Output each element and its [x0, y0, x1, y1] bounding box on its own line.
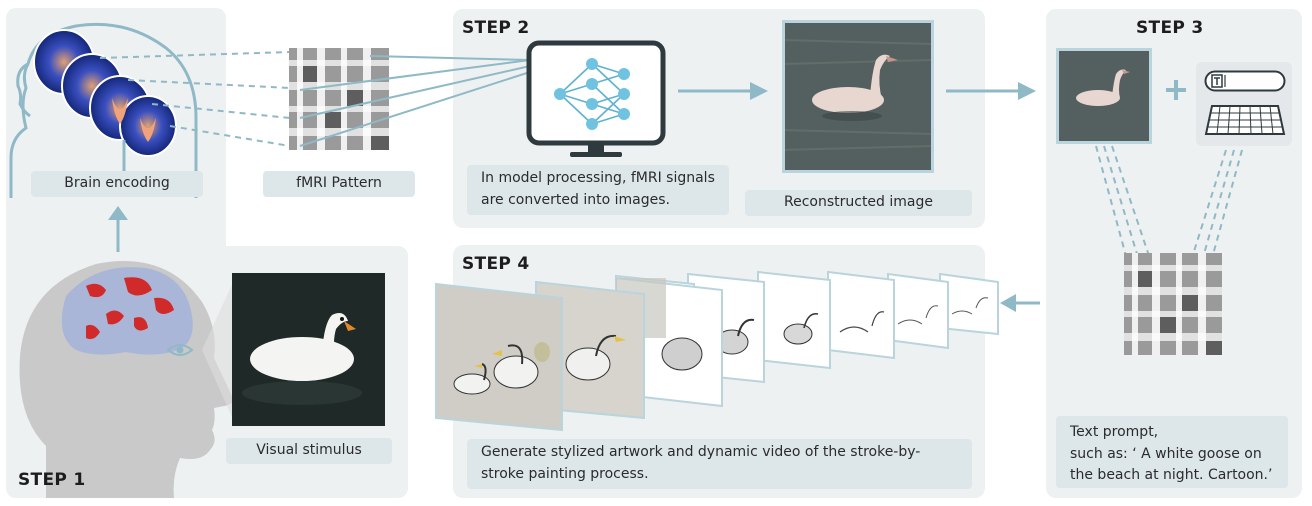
left-arrow-icon [1000, 294, 1040, 312]
visual-stimulus-label: Visual stimulus [226, 438, 392, 464]
prompt-line-2: such as: ‘ A white goose on [1070, 445, 1262, 462]
neural-network-monitor-icon [526, 40, 666, 157]
text-prompt-box: Text prompt, such as: ‘ A white goose on… [1056, 416, 1288, 488]
frame-1 [435, 282, 563, 432]
step4-title: STEP 4 [462, 254, 530, 274]
frame-7 [827, 270, 895, 360]
frame-8 [887, 272, 949, 350]
frame-6 [757, 270, 831, 370]
head-with-brain [19, 261, 236, 498]
reconstructed-image [782, 20, 934, 173]
head-silhouette-icon [9, 22, 198, 198]
step2-title: STEP 2 [462, 18, 530, 38]
visual-stimulus-image [232, 273, 385, 426]
fmri-to-model-lines [299, 55, 531, 147]
brain-to-fmri-lines [99, 51, 291, 172]
plus-icon [1166, 80, 1186, 100]
stroke-painting-frames [435, 270, 999, 432]
reconstructed-label: Reconstructed image [745, 190, 972, 216]
step3-pattern-grid [1124, 253, 1222, 355]
right-arrow-icon [678, 82, 768, 100]
keyboard-icon [1204, 105, 1286, 135]
step1-title: STEP 1 [18, 470, 86, 490]
up-arrow-icon [108, 206, 128, 252]
caption-line-1: Generate stylized artwork and dynamic vi… [481, 444, 921, 461]
step4-caption: Generate stylized artwork and dynamic vi… [467, 439, 972, 489]
processing-text: In model processing, fMRI signals are co… [467, 165, 729, 215]
reconstructed-image-border [782, 20, 934, 173]
prompt-line-1: Text prompt, [1070, 424, 1159, 440]
caption-line-2: stroke painting process. [481, 466, 649, 482]
step3-input-image [1056, 48, 1152, 144]
prompt-line-3: the beach at night. Cartoon.’ [1070, 467, 1273, 484]
step3-input-image-border [1056, 48, 1152, 144]
brain-encoding-label: Brain encoding [31, 171, 203, 197]
eye-icon [166, 344, 194, 356]
fmri-pattern-label: fMRI Pattern [263, 171, 415, 197]
step3-title: STEP 3 [1136, 18, 1204, 38]
right-arrow-icon-2 [946, 82, 1036, 100]
text-field-icon [1204, 70, 1286, 92]
brain-scan-slices [33, 29, 177, 157]
